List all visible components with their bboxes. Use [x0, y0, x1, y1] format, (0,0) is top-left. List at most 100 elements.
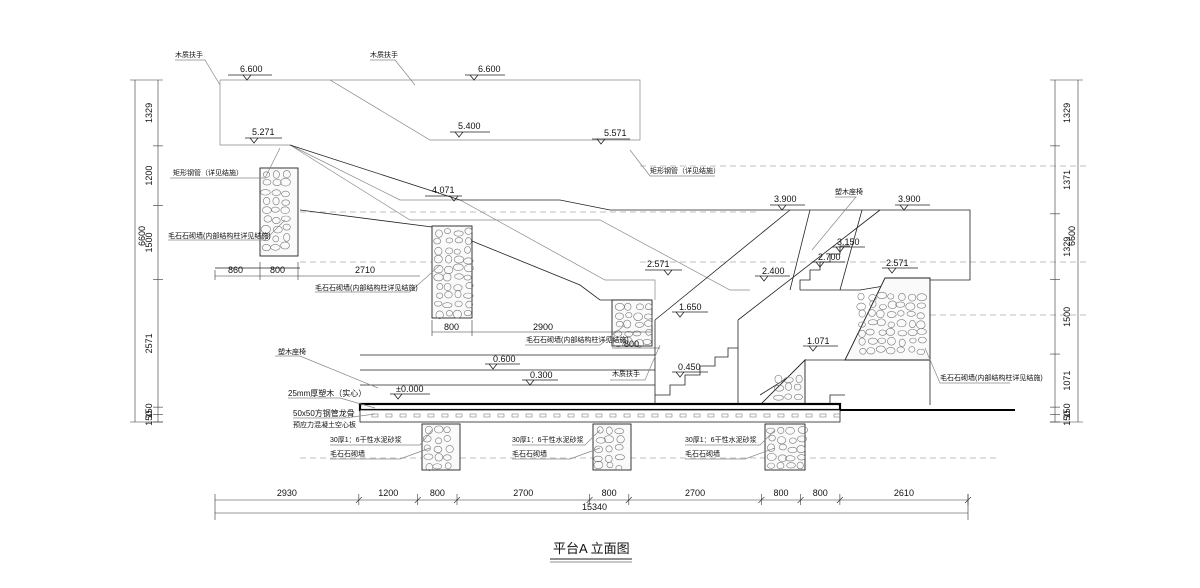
svg-text:6.600: 6.600 — [240, 64, 263, 74]
dim-bottom-2: 800 — [430, 488, 445, 498]
elevation-5271: 5.271 — [245, 127, 282, 144]
svg-text:0.600: 0.600 — [493, 354, 516, 364]
elevation-2571a: 2.571 — [645, 259, 682, 276]
label-footing-1: 毛石石砌墙 — [330, 449, 365, 458]
dim-bottom-3: 2700 — [513, 488, 533, 498]
dim-total-bottom: 15340 — [582, 502, 607, 512]
dim-left-1: 1200 — [144, 166, 154, 186]
dim-bottom-0: 2930 — [277, 488, 297, 498]
svg-text:2.571: 2.571 — [886, 258, 909, 268]
label-footing-2: 毛石石砌墙 — [512, 449, 547, 458]
elevation-6600a: 6.600 — [228, 64, 272, 81]
dim-2710: 2710 — [355, 265, 375, 275]
label-stone-wall-2: 毛石石砌墙(内部结构柱详见结施) — [315, 283, 418, 292]
svg-text:±0.000: ±0.000 — [396, 384, 423, 394]
elevation-3900a: 3.900 — [770, 194, 805, 211]
svg-text:5.400: 5.400 — [458, 121, 481, 131]
label-handrail-3: 木质扶手 — [612, 369, 640, 378]
elevation-3150: 3.150 — [832, 237, 865, 253]
svg-text:3.900: 3.900 — [774, 194, 797, 204]
svg-text:1.071: 1.071 — [807, 336, 830, 346]
inner-dimensions: 860 800 2710 800 2900 800 — [214, 262, 660, 349]
label-precast-slab: 预应力混凝土空心板 — [293, 420, 356, 429]
svg-text:2.700: 2.700 — [818, 252, 841, 262]
label-handrail-1: 木质扶手 — [175, 50, 203, 59]
elevation-2700: 2.700 — [812, 252, 845, 268]
elevation-6600b: 6.600 — [465, 64, 505, 81]
dim-2900: 2900 — [533, 322, 553, 332]
label-rect-pipe-2: 矩形钢管（详见结施） — [650, 166, 720, 175]
label-mortar-1: 30厚1：6干性水泥砂浆 — [330, 435, 402, 444]
elevation-0600: 0.600 — [485, 354, 520, 370]
annotations: 木质扶手 木质扶手 木质扶手 矩形钢管（详见结施） 矩形钢管（详见结施） 毛石石… — [168, 50, 1043, 460]
dim-left-5: 150 — [144, 411, 154, 426]
dim-bottom-7: 800 — [813, 488, 828, 498]
label-steel-keel: 50x50方钢管龙骨 — [293, 408, 355, 418]
drawing-title: 平台A 立面图 — [553, 541, 630, 556]
dim-right-0: 1329 — [1062, 103, 1072, 123]
dim-bottom-5: 2700 — [685, 488, 705, 498]
svg-text:0.300: 0.300 — [530, 370, 553, 380]
bottom-dimensions: 15340 2930 1200 800 2700 800 2700 800 800 2610 — [214, 488, 972, 520]
dim-right-4: 1071 — [1062, 371, 1072, 391]
svg-text:1.650: 1.650 — [679, 302, 702, 312]
platform-structure — [215, 144, 971, 405]
label-plastic-seat-1: 塑木座椅 — [278, 347, 306, 356]
label-stone-wall-4: 毛石石砌墙(内部结构柱详见结施) — [940, 373, 1043, 382]
label-mortar-2: 30厚1：6干性水泥砂浆 — [512, 435, 584, 444]
svg-text:3.900: 3.900 — [898, 194, 921, 204]
reference-lines — [290, 165, 1090, 459]
svg-text:0.450: 0.450 — [678, 362, 701, 372]
dim-right-3: 1500 — [1062, 307, 1072, 327]
label-wood-25mm: 25mm厚塑木（实心） — [288, 388, 366, 398]
elevation-1071: 1.071 — [803, 336, 838, 352]
label-plastic-seat-2: 塑木座椅 — [835, 187, 863, 196]
dim-800-a: 800 — [270, 265, 285, 275]
dim-left-2: 1500 — [144, 233, 154, 253]
label-stone-wall-3: 毛石石砌墙(内部结构柱详见结施) — [526, 335, 629, 344]
elevation-2571b: 2.571 — [882, 258, 918, 274]
elevation-0000: ±0.000 — [390, 384, 430, 400]
svg-text:2.400: 2.400 — [762, 266, 785, 276]
elevation-5571: 5.571 — [592, 128, 630, 145]
dim-bottom-4: 800 — [602, 488, 617, 498]
dim-total-right: 6600 — [1067, 226, 1077, 246]
label-handrail-2: 木质扶手 — [370, 50, 398, 59]
elevation-2400: 2.400 — [755, 266, 790, 282]
dim-left-4: 150 — [144, 403, 154, 418]
svg-text:5.271: 5.271 — [252, 127, 275, 137]
dim-left-0: 1329 — [144, 103, 154, 123]
dim-bottom-8: 2610 — [894, 488, 914, 498]
svg-text:6.600: 6.600 — [478, 64, 501, 74]
svg-text:2.571: 2.571 — [647, 259, 670, 269]
dim-right-6: 150 — [1062, 411, 1072, 426]
dim-right-5: 150 — [1062, 403, 1072, 418]
label-stone-wall-1: 毛石石砌墙(内部结构柱详见结施) — [168, 231, 271, 240]
elevation-0450: 0.450 — [672, 362, 708, 378]
svg-text:4.071: 4.071 — [432, 185, 455, 195]
svg-text:3.150: 3.150 — [837, 237, 860, 247]
dim-800-c: 800 — [624, 339, 639, 349]
dim-right-2: 1329 — [1062, 237, 1072, 257]
dim-860: 860 — [228, 265, 243, 275]
elevation-markers: 6.600 6.600 5.271 5.400 5.571 4.071 3.90… — [228, 64, 930, 400]
stone-footing-1 — [421, 423, 461, 471]
dim-left-3: 2571 — [144, 333, 154, 353]
dim-right-1: 1371 — [1062, 170, 1072, 190]
deck-slab — [358, 402, 1015, 423]
elevation-0300: 0.300 — [522, 370, 558, 386]
elevation-5400: 5.400 — [450, 121, 490, 138]
dim-bottom-6: 800 — [773, 488, 788, 498]
stone-column-1 — [259, 167, 299, 257]
svg-text:5.571: 5.571 — [604, 128, 627, 138]
label-rect-pipe-1: 矩形钢管（详见结施） — [173, 168, 243, 177]
elevation-4071: 4.071 — [425, 185, 462, 202]
dim-bottom-1: 1200 — [378, 488, 398, 498]
drawing-title-group: 平台A 立面图 — [550, 541, 632, 563]
elevation-1650: 1.650 — [672, 302, 708, 318]
elevation-3900b: 3.900 — [895, 194, 930, 211]
dim-800-b: 800 — [444, 322, 459, 332]
label-footing-3: 毛石石砌墙 — [685, 449, 720, 458]
